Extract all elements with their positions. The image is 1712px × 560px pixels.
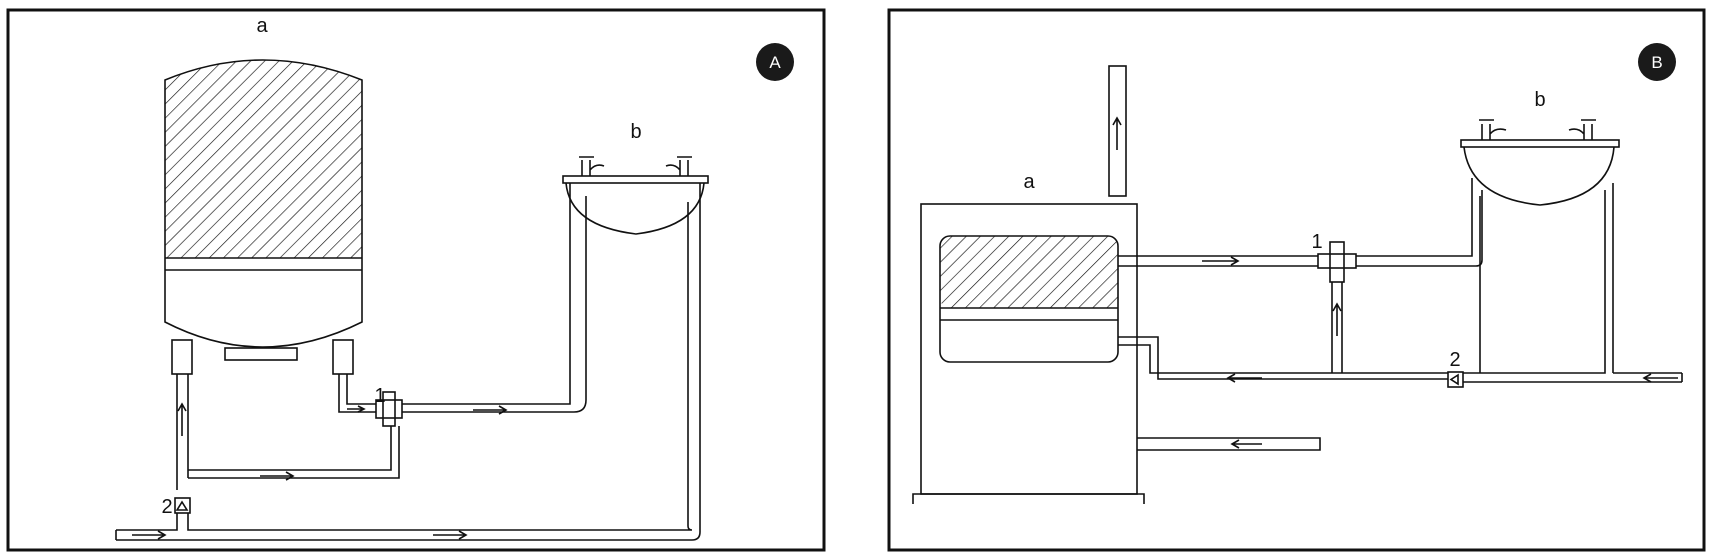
panel-badge-a-label: A (769, 53, 781, 72)
water-heater (912, 203, 1145, 504)
flow-arrows-a (132, 402, 508, 540)
panel-badge-a (756, 43, 794, 81)
arrow-left-icon (1226, 373, 1262, 383)
check-valve-label: 2 (1449, 349, 1460, 371)
check-valve (174, 497, 191, 514)
lower-outlet-pipe (1137, 437, 1321, 451)
sink-rim (562, 175, 709, 184)
flow-arrows-b (1202, 256, 1678, 449)
arrow-right-icon (1202, 256, 1240, 266)
tank-label: a (256, 15, 268, 37)
panel-badge-b-label: B (1651, 53, 1662, 72)
check-valve-arrow-icon (175, 500, 189, 511)
panel-b (887, 8, 1706, 552)
heater-base (912, 493, 1145, 504)
sink-label: b (630, 121, 641, 143)
arrow-right-icon (433, 530, 468, 540)
sink-rim (1460, 139, 1620, 148)
arrow-up-icon (1112, 116, 1122, 150)
arrow-right-icon (347, 405, 366, 413)
pipes-b (1118, 178, 1683, 451)
panel-a-frame (6, 8, 826, 552)
heater-tank (939, 235, 1119, 363)
arrow-up-icon (1332, 302, 1342, 336)
flue-pipe (1108, 65, 1127, 197)
tank-leg-right (332, 339, 354, 375)
arrow-right-icon (260, 471, 295, 481)
panel-badge-b (1638, 43, 1676, 81)
storage-tank (164, 59, 363, 375)
arrow-left-icon (1642, 373, 1678, 383)
arrow-right-icon (132, 530, 167, 540)
mixing-valve (1317, 253, 1357, 269)
valve-label: 1 (1311, 231, 1322, 253)
sink-label: b (1534, 89, 1545, 111)
valve-label: 1 (374, 385, 385, 407)
sink-a (562, 156, 709, 235)
sink-basin (565, 182, 705, 235)
check-valve-arrow-icon (1449, 373, 1459, 386)
faucet-left-icon (1479, 119, 1507, 140)
panel-a (6, 8, 826, 552)
tank-leg-left (171, 339, 193, 375)
heater-label: a (1023, 171, 1035, 193)
faucet-right-icon (1568, 119, 1596, 140)
arrow-right-icon (473, 405, 508, 415)
check-valve-label: 2 (161, 496, 172, 518)
sink-basin (1463, 146, 1615, 206)
tank-body (164, 59, 363, 348)
faucet-left-icon (579, 156, 605, 176)
mixing-valve (375, 399, 403, 419)
arrow-left-icon (1230, 439, 1262, 449)
arrow-up-icon (177, 402, 187, 436)
pipes-a (115, 183, 701, 541)
tank-bottom-plate (224, 347, 298, 361)
faucet-right-icon (665, 156, 692, 176)
sink-b (1460, 119, 1620, 206)
check-valve (1447, 371, 1464, 388)
panel-b-frame (887, 8, 1706, 552)
